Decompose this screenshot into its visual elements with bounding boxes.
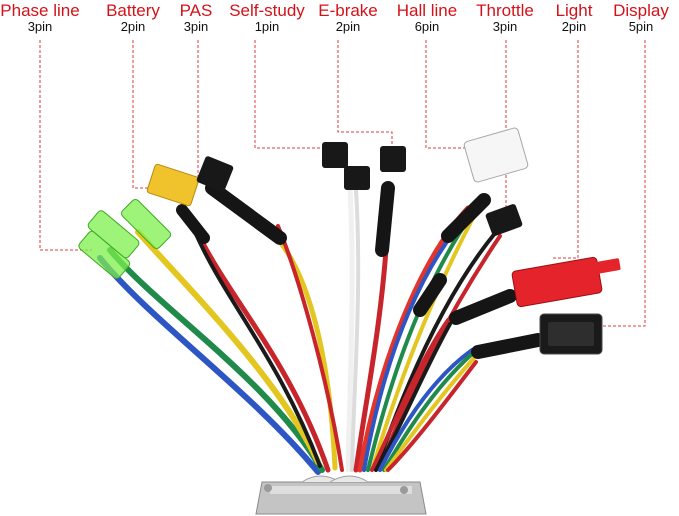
leader-display: [595, 40, 646, 327]
e-brake-connectors: [322, 142, 406, 190]
sleeves: [176, 181, 545, 359]
label-name: Display: [613, 1, 669, 20]
label-pins: 5pin: [628, 19, 654, 34]
label-name: Light: [555, 1, 593, 20]
label-self-study: Self-study 1pin: [222, 2, 312, 33]
label-phase-line: Phase line 3pin: [0, 2, 80, 33]
leader-phase-line: [39, 40, 92, 251]
phase-connectors: [78, 198, 172, 279]
label-name: Throttle: [476, 1, 534, 20]
leader-light: [552, 40, 579, 259]
label-battery: Battery 2pin: [98, 2, 168, 33]
label-name: E-brake: [318, 1, 378, 20]
label-display: Display 5pin: [608, 2, 674, 33]
label-pins: 2pin: [120, 19, 146, 34]
label-light: Light 2pin: [546, 2, 602, 33]
label-name: PAS: [179, 1, 213, 20]
label-pins: 1pin: [254, 19, 280, 34]
wires: [97, 187, 502, 475]
hall-line-connector: [463, 127, 529, 183]
label-hall-line: Hall line 6pin: [388, 2, 466, 33]
label-pins: 3pin: [27, 19, 53, 34]
label-name: Self-study: [229, 1, 305, 20]
display-connector: [539, 313, 603, 355]
label-throttle: Throttle 3pin: [468, 2, 542, 33]
label-name: Hall line: [396, 1, 458, 20]
label-pins: 3pin: [183, 19, 209, 34]
pas-connector: [196, 156, 234, 192]
light-connector: [511, 256, 621, 308]
leader-e-brake: [337, 40, 393, 150]
label-name: Phase line: [0, 1, 80, 20]
controller-housing: [255, 475, 427, 515]
label-e-brake: E-brake 2pin: [312, 2, 384, 33]
battery-connector: [146, 163, 200, 207]
throttle-connector: [485, 204, 523, 236]
leader-self-study: [254, 40, 330, 149]
label-pins: 6pin: [414, 19, 440, 34]
label-pins: 2pin: [335, 19, 361, 34]
label-name: Battery: [106, 1, 160, 20]
label-pas: PAS 3pin: [174, 2, 218, 33]
label-pins: 2pin: [561, 19, 587, 34]
leader-hall-line: [425, 40, 498, 149]
label-pins: 3pin: [492, 19, 518, 34]
